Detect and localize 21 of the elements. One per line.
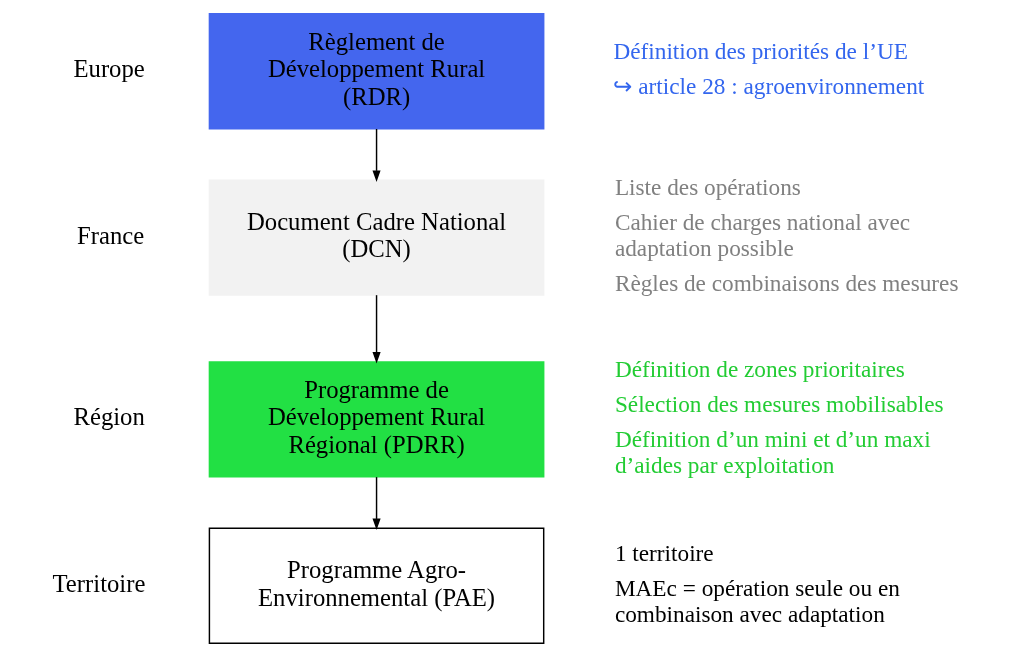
node-box: Programme de Développement Rural Régional (PDRR) <box>208 361 545 478</box>
node-label: Règles de combinaisons des mesures <box>614 270 959 297</box>
node-label: ↪ article 28 : agroenvironnement <box>613 73 925 100</box>
node-label: MAEc = opération seule ou en combinaison avec adaptation <box>614 574 900 627</box>
node-box: Document Cadre National (DCN) <box>208 179 545 296</box>
node-label: France <box>76 221 145 249</box>
node-label: Définition des priorités de l’UE <box>613 38 908 65</box>
node-box: Règlement de Développement Rural (RDR) <box>208 13 545 130</box>
arrow <box>372 476 381 531</box>
node-label: Cahier de charges national avec adaptation possible <box>614 209 911 262</box>
node-label: Territoire <box>52 569 146 597</box>
node-label: 1 territoire <box>614 539 714 566</box>
node-label: Europe <box>73 55 145 83</box>
node-label: Définition de zones prioritaires <box>614 355 905 382</box>
node-box: Programme Agro-Environnemental (PAE) <box>208 527 545 644</box>
node-label: Liste des opérations <box>614 174 801 201</box>
node-label: Sélection des mesures mobilisables <box>614 390 944 417</box>
arrow <box>372 294 381 364</box>
arrow <box>372 128 381 183</box>
node-label: Région <box>73 403 145 431</box>
node-label: Définition d’un mini et d’un maxi d’aides par exploitation <box>614 425 931 478</box>
